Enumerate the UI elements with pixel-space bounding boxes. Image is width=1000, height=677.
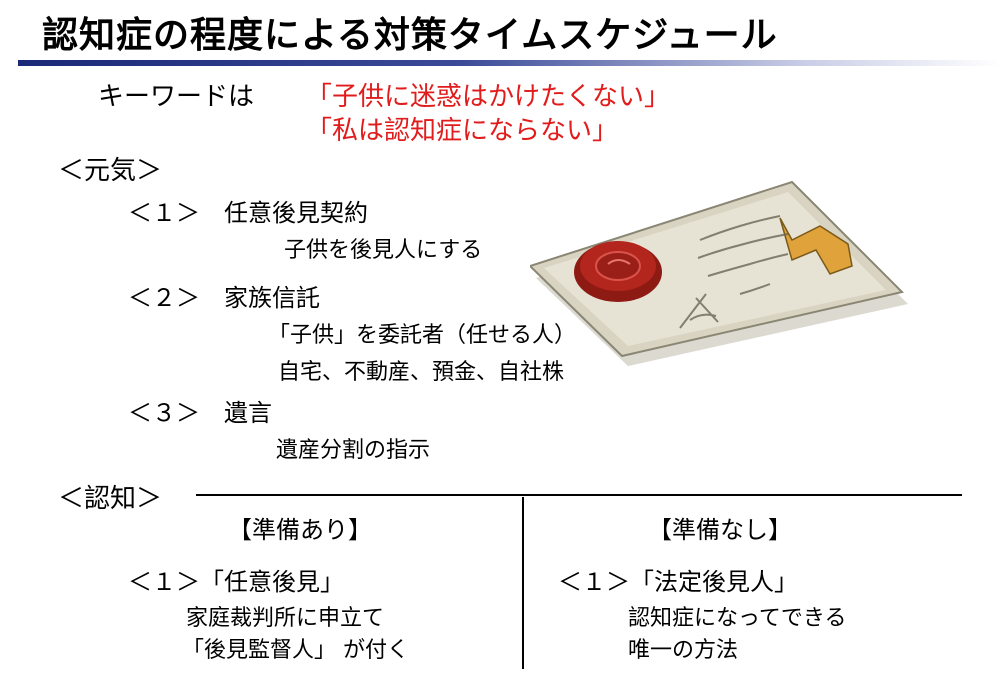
- genki-item-2: ＜２＞ 家族信託: [128, 284, 320, 312]
- genki-item-3-detail: 遺産分割の指示: [276, 438, 431, 463]
- unprepared-item: ＜１＞「法定後見人」: [558, 568, 798, 596]
- page-title: 認知症の程度による対策タイムスケジュール: [42, 15, 778, 56]
- prepared-detail-2: 「後見監督人」 が付く: [182, 638, 409, 663]
- title-underline: [18, 60, 1000, 66]
- genki-item-2-detail-1: 「子供」を委託者（任せる人）: [268, 323, 577, 348]
- prepared-detail-1: 家庭裁判所に申立て: [186, 606, 385, 631]
- ninchi-divider-horizontal: [196, 494, 962, 496]
- ninchi-heading: ＜認知＞: [58, 484, 163, 514]
- keyword-phrase-1: 「子供に迷惑はかけたくない」: [306, 82, 671, 112]
- keyword-phrase-2: 「私は認知症にならない」: [306, 116, 619, 146]
- prepared-heading: 【準備あり】: [228, 516, 372, 544]
- sealed-document-icon: [530, 180, 908, 366]
- unprepared-detail-2: 唯一の方法: [628, 638, 739, 663]
- genki-item-2-detail-2: 自宅、不動産、預金、自社株: [278, 360, 565, 385]
- unprepared-heading: 【準備なし】: [648, 516, 792, 544]
- genki-heading: ＜元気＞: [58, 156, 163, 186]
- unprepared-detail-1: 認知症になってできる: [628, 606, 847, 631]
- genki-item-3: ＜３＞ 遺言: [128, 399, 272, 427]
- genki-item-1-detail: 子供を後見人にする: [284, 238, 483, 263]
- genki-item-1: ＜１＞ 任意後見契約: [128, 199, 368, 227]
- prepared-item: ＜１＞「任意後見」: [128, 568, 344, 596]
- ninchi-divider-vertical: [522, 497, 524, 669]
- keyword-label: キーワードは: [98, 82, 255, 112]
